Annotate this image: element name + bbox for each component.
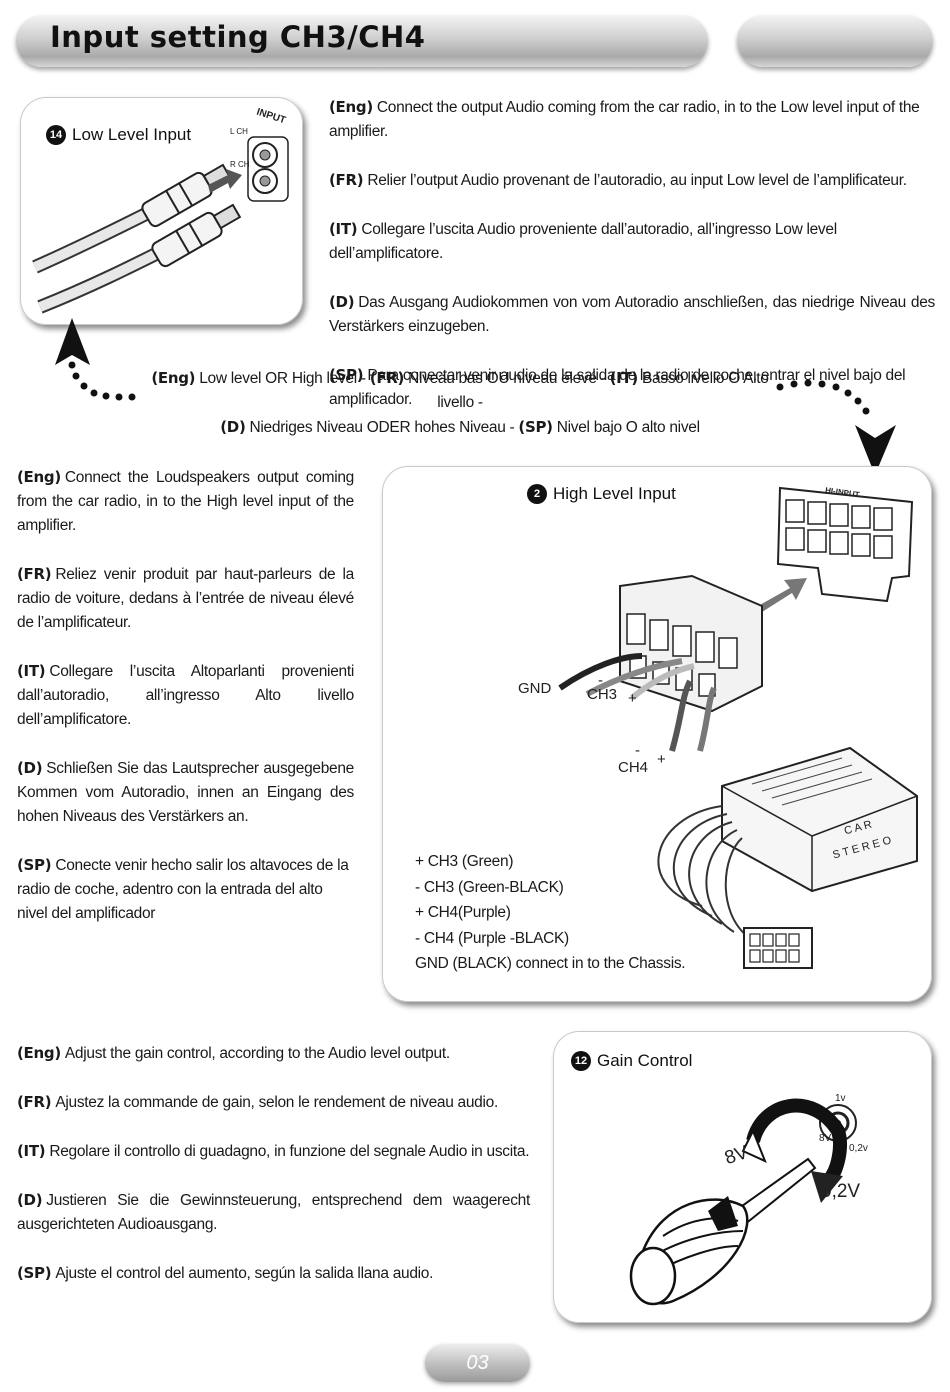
lang-tag: (IT) bbox=[17, 662, 46, 680]
or-text: Low level OR High level - bbox=[199, 370, 366, 387]
paragraph-text: Schließen Sie das Lautsprecher ausgegebe… bbox=[17, 760, 354, 825]
lch-label: L CH bbox=[230, 127, 248, 136]
gain-title: Gain Control bbox=[597, 1051, 693, 1070]
lang-tag: (FR) bbox=[17, 1093, 52, 1111]
lang-tag: (Eng) bbox=[17, 1044, 61, 1062]
lang-tag: (Eng) bbox=[329, 98, 373, 116]
high-level-heading: 2 High Level Input bbox=[527, 484, 676, 504]
lang-tag: (D) bbox=[17, 759, 43, 777]
hi-input-illustration bbox=[558, 486, 918, 969]
page-title: Input setting CH3/CH4 bbox=[50, 20, 426, 54]
lang-tag: (FR) bbox=[17, 565, 52, 583]
paragraph-text: Relier l’output Audio provenant de l’aut… bbox=[367, 172, 907, 189]
high-level-text: (Eng)Connect the Loudspeakers output com… bbox=[17, 465, 354, 950]
ch3-label: CH3 bbox=[587, 686, 618, 703]
ch3-minus-label: - bbox=[598, 672, 603, 689]
ch3-plus-label: + bbox=[628, 690, 637, 707]
lang-tag: (D) bbox=[329, 293, 355, 311]
or-line-1: (Eng)Low level OR High level - (FR)Nivea… bbox=[140, 366, 780, 415]
paragraph-text: Connect the output Audio coming from the… bbox=[329, 99, 920, 140]
lang-tag: (SP) bbox=[17, 856, 52, 874]
title-bar bbox=[16, 15, 708, 67]
paragraph-text: Reliez venir produit par haut-parleurs d… bbox=[17, 566, 354, 631]
step-badge: 12 bbox=[571, 1051, 591, 1071]
low-level-panel: 14 Low Level Input INPUT L CH R CH bbox=[20, 97, 303, 325]
rch-label: R CH bbox=[230, 160, 250, 169]
or-line: (Eng)Low level OR High level - (FR)Nivea… bbox=[140, 366, 780, 440]
wire-item: - CH3 (Green-BLACK) bbox=[415, 878, 564, 896]
knob-1v-label: 1v bbox=[835, 1093, 846, 1104]
gnd-label: GND bbox=[518, 680, 552, 697]
low-level-title: Low Level Input bbox=[72, 125, 192, 144]
high-level-panel: 2 High Level Input bbox=[382, 466, 932, 1002]
or-text: Niveau bas OU niveau élevé - bbox=[408, 370, 606, 387]
gain-heading: 12 Gain Control bbox=[571, 1051, 692, 1071]
rca-cables-illustration bbox=[32, 136, 289, 314]
wire-item: + CH3 (Green) bbox=[415, 853, 514, 870]
step-badge: 14 bbox=[46, 125, 66, 145]
step-badge: 2 bbox=[527, 484, 547, 504]
lang-tag: (IT) bbox=[609, 369, 639, 387]
lang-tag: (SP) bbox=[518, 418, 553, 436]
paragraph-text: Das Ausgang Audiokommen von vom Autoradi… bbox=[329, 294, 935, 335]
gain-text: (Eng)Adjust the gain control, according … bbox=[17, 1041, 530, 1310]
wire-item: - CH4 (Purple -BLACK) bbox=[415, 929, 569, 947]
low-level-heading: 14 Low Level Input bbox=[46, 125, 191, 145]
wire-item: GND (BLACK) connect in to the Chassis. bbox=[415, 955, 686, 972]
lang-tag: (FR) bbox=[369, 369, 405, 387]
dotted-arrows bbox=[55, 318, 896, 475]
ch4-minus-label: - bbox=[635, 742, 640, 759]
paragraph-text: Justieren Sie die Gewinnsteuerung, entsp… bbox=[17, 1192, 530, 1233]
or-text: Niedriges Niveau ODER hohes Niveau - bbox=[249, 419, 515, 436]
title-bar-right bbox=[737, 15, 933, 67]
paragraph-text: Para conectar venir audio de la salida d… bbox=[329, 367, 906, 408]
paragraph-text: Conecte venir hecho salir los altavoces … bbox=[17, 857, 349, 922]
low-level-text: (Eng)Connect the output Audio coming fro… bbox=[329, 95, 935, 436]
lang-tag: (FR) bbox=[329, 171, 364, 189]
paragraph-text: Collegare l’uscita Audio proveniente dal… bbox=[329, 221, 837, 262]
paragraph-text: Ajustez la commande de gain, selon le re… bbox=[55, 1094, 498, 1111]
gain-knob-illustration bbox=[629, 1098, 857, 1306]
lang-tag: (SP) bbox=[329, 366, 364, 384]
or-text: Nivel bajo O alto nivel bbox=[556, 419, 700, 436]
gain-panel: 12 Gain Control 1v 8V 0,2v 8V 0,2V bbox=[553, 1031, 932, 1323]
lang-tag: (IT) bbox=[329, 220, 358, 238]
knob-8v-label: 8V bbox=[819, 1133, 832, 1144]
paragraph-text: Ajuste el control del aumento, según la … bbox=[55, 1265, 434, 1282]
lang-tag: (SP) bbox=[17, 1264, 52, 1282]
ch4-label: CH4 bbox=[618, 759, 649, 776]
wire-item: + CH4(Purple) bbox=[415, 904, 511, 921]
page-number: 03 bbox=[425, 1344, 530, 1382]
or-line-2: (D)Niedriges Niveau ODER hohes Niveau - … bbox=[140, 415, 780, 440]
or-text: Basso livello O Alto livello - bbox=[437, 370, 769, 411]
paragraph-text: Regolare il controllo di guadagno, in fu… bbox=[49, 1143, 530, 1160]
arrow-02v-label: 0,2V bbox=[821, 1181, 861, 1202]
lang-tag: (Eng) bbox=[151, 369, 196, 387]
paragraph-text: Connect the Loudspeakers output coming f… bbox=[17, 469, 354, 534]
lang-tag: (Eng) bbox=[17, 468, 61, 486]
lang-tag: (IT) bbox=[17, 1142, 46, 1160]
lang-tag: (D) bbox=[220, 418, 246, 436]
high-level-title: High Level Input bbox=[553, 484, 676, 503]
lang-tag: (D) bbox=[17, 1191, 43, 1209]
wire-color-list: + CH3 (Green) - CH3 (Green-BLACK) + CH4(… bbox=[415, 849, 686, 977]
ch4-plus-label: + bbox=[657, 751, 666, 768]
paragraph-text: Adjust the gain control, according to th… bbox=[64, 1045, 450, 1062]
knob-02v-label: 0,2v bbox=[849, 1143, 868, 1154]
paragraph-text: Collegare l’uscita Altoparlanti provenie… bbox=[17, 663, 354, 728]
